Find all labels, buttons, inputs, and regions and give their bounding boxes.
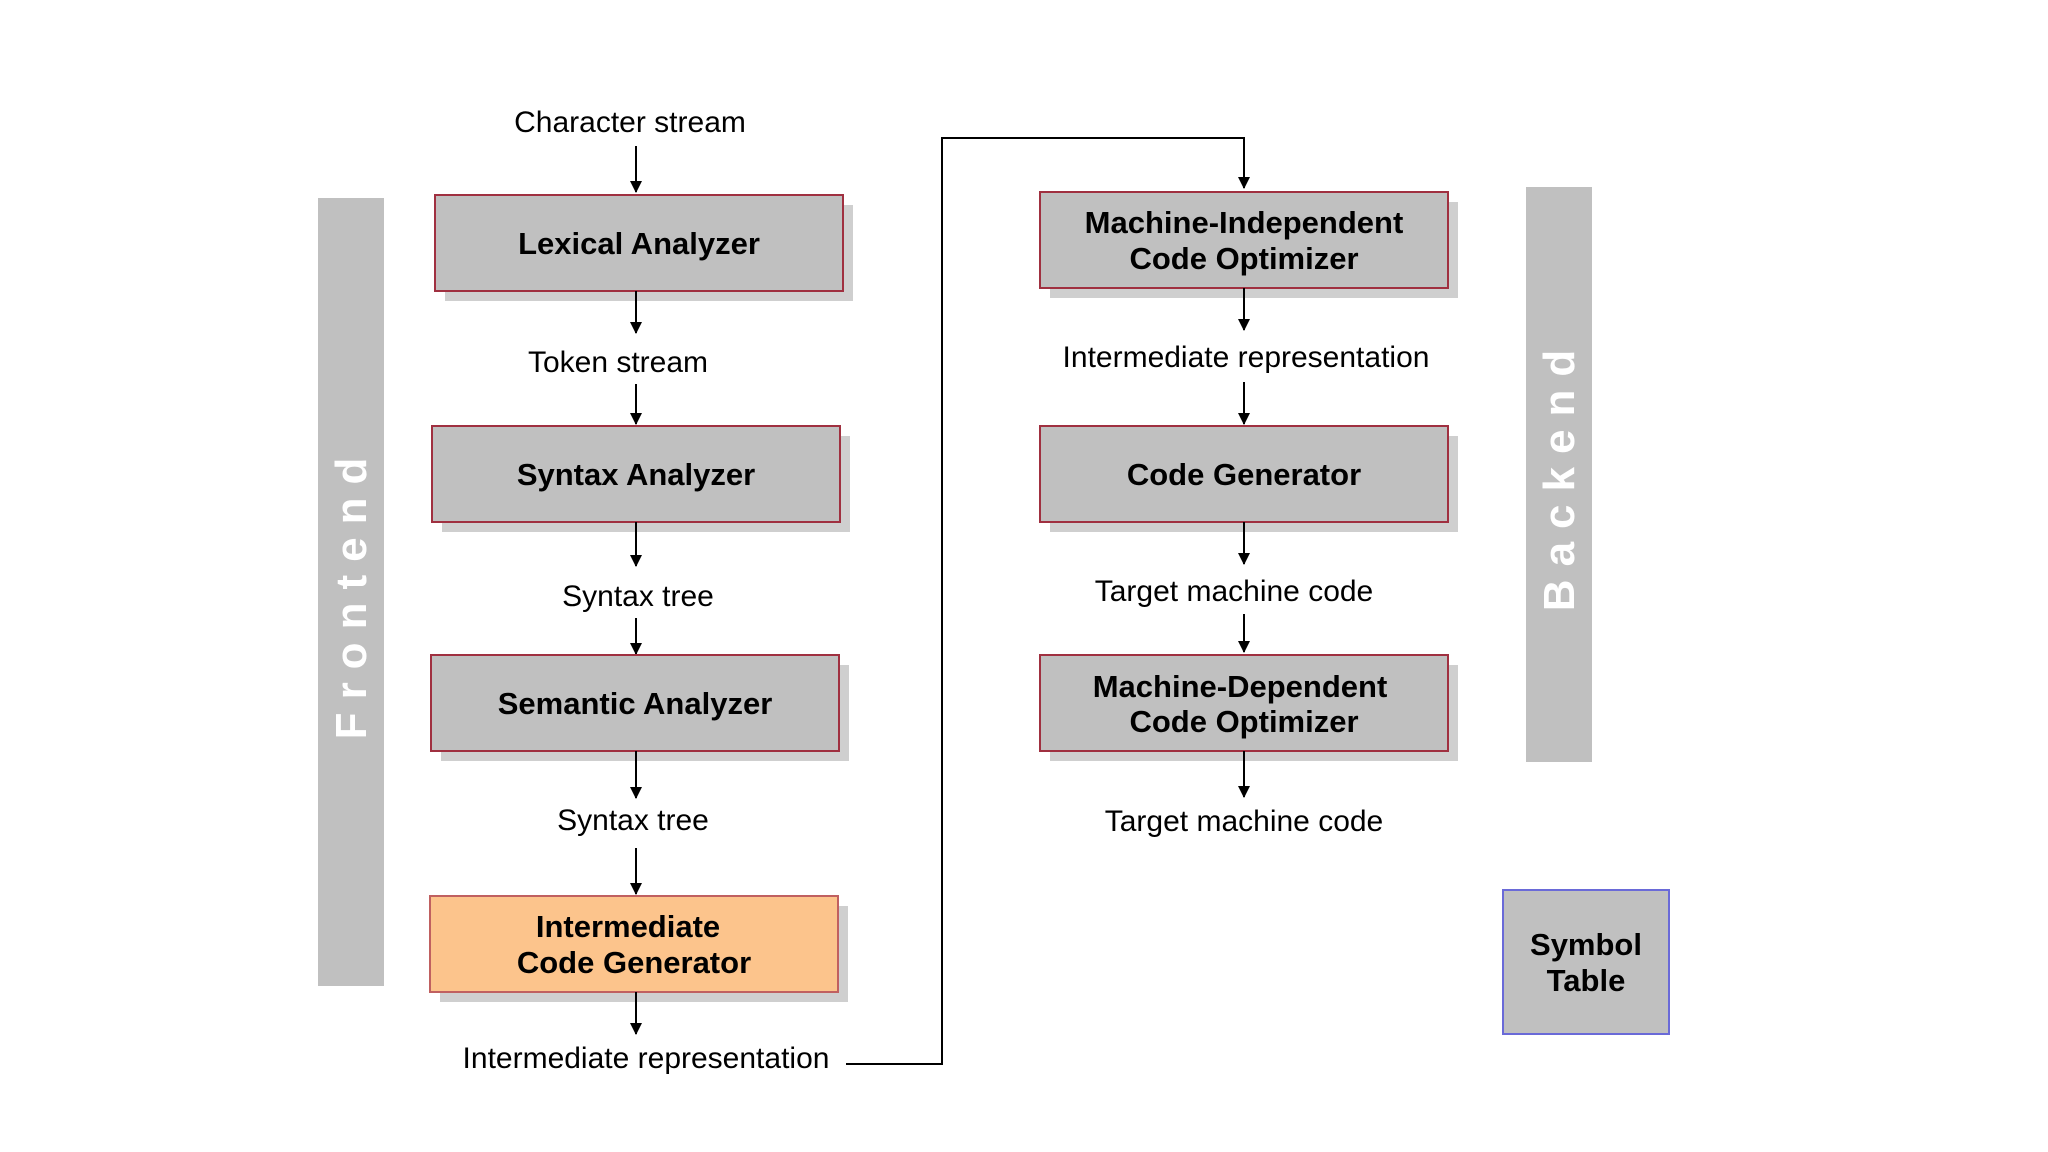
mdco-label-line1: Machine-Dependent	[1093, 669, 1388, 704]
intermediate-representation-label-front: Intermediate representation	[463, 1042, 830, 1075]
frontend-to-backend-connector	[846, 137, 1250, 1065]
syntax-tree-label-2: Syntax tree	[557, 804, 709, 837]
syntax-tree-label-1: Syntax tree	[562, 580, 714, 613]
frontend-band-label: Frontend	[327, 445, 376, 740]
mico-label-line1: Machine-Independent	[1085, 205, 1404, 240]
target-machine-code-label-2: Target machine code	[1105, 805, 1384, 838]
mdco-label-line2: Code Optimizer	[1129, 704, 1358, 739]
intermediate-representation-label-back: Intermediate representation	[1063, 341, 1430, 374]
code-generator-label: Code Generator	[1127, 457, 1361, 492]
symbol-table-box: Symbol Table	[1502, 889, 1670, 1035]
syntax-analyzer-label: Syntax Analyzer	[517, 457, 755, 492]
syntax-analyzer-box: Syntax Analyzer	[431, 425, 850, 532]
backend-band-label: Backend	[1535, 337, 1584, 611]
code-generator-box: Code Generator	[1039, 425, 1458, 532]
character-stream-label: Character stream	[514, 106, 746, 139]
symbol-table-label-line2: Table	[1547, 963, 1626, 998]
semantic-analyzer-label: Semantic Analyzer	[498, 686, 773, 721]
backend-band: Backend	[1526, 187, 1592, 762]
semantic-analyzer-box: Semantic Analyzer	[430, 654, 849, 761]
mico-label-line2: Code Optimizer	[1129, 241, 1358, 276]
machine-dependent-optimizer-box: Machine-Dependent Code Optimizer	[1039, 654, 1458, 761]
intermediate-code-generator-box: Intermediate Code Generator	[429, 895, 848, 1002]
icg-label-line1: Intermediate	[536, 909, 720, 944]
target-machine-code-label-1: Target machine code	[1095, 575, 1374, 608]
symbol-table-label-line1: Symbol	[1530, 927, 1642, 962]
icg-label-line2: Code Generator	[517, 945, 751, 980]
lexical-analyzer-label: Lexical Analyzer	[518, 226, 760, 261]
frontend-band: Frontend	[318, 198, 384, 986]
token-stream-label: Token stream	[528, 346, 708, 379]
lexical-analyzer-box: Lexical Analyzer	[434, 194, 853, 301]
machine-independent-optimizer-box: Machine-Independent Code Optimizer	[1039, 191, 1458, 298]
